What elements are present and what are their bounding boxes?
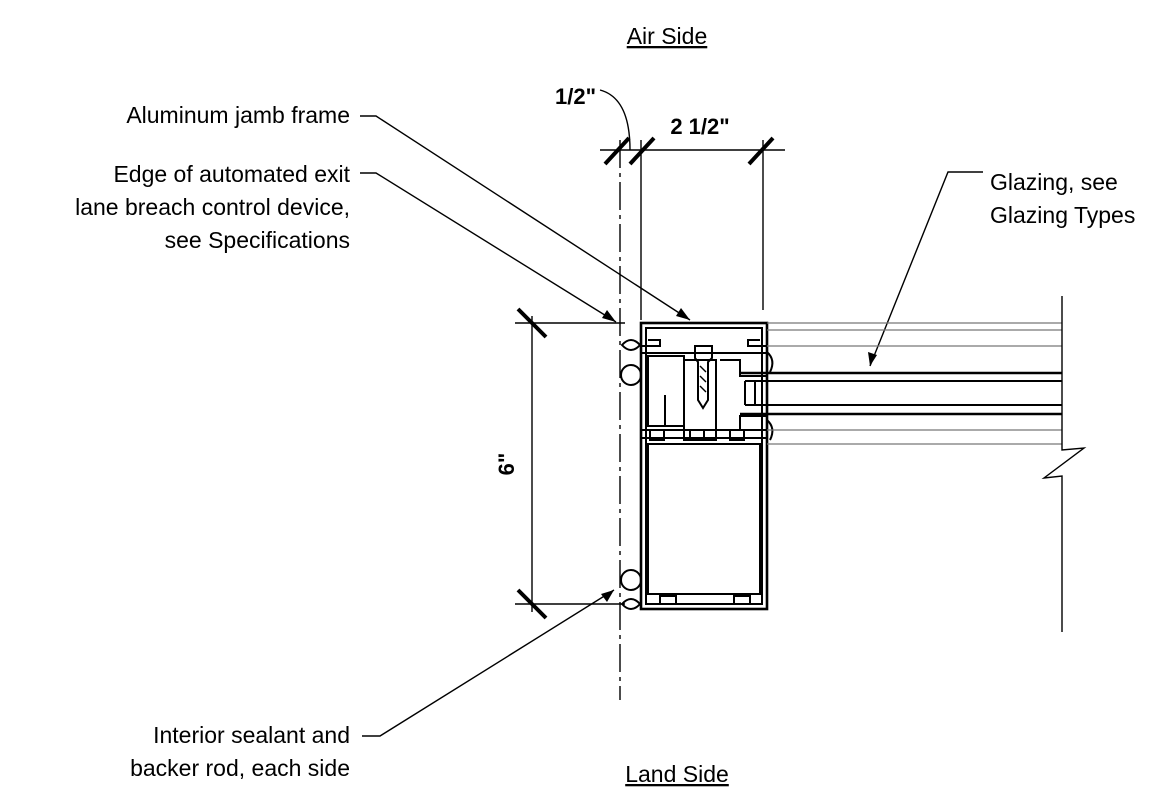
jamb-frame-label: Aluminum jamb frame	[126, 102, 350, 128]
gap-dimension-label: 1/2"	[555, 84, 596, 109]
top-dimensions	[599, 89, 785, 320]
frame-width-dimension-label: 6"	[494, 453, 519, 476]
air-side-heading: Air Side	[627, 23, 708, 49]
breach-device-label-3: see Specifications	[165, 227, 350, 253]
leader-lines	[360, 115, 983, 737]
glazing-label-1: Glazing, see	[990, 169, 1118, 195]
break-line	[1041, 296, 1087, 632]
land-side-heading: Land Side	[625, 761, 729, 787]
jamb-frame-section	[639, 321, 774, 611]
sealant-label-2: backer rod, each side	[130, 755, 350, 781]
left-dimension	[515, 307, 625, 620]
glazing-label-2: Glazing Types	[990, 202, 1135, 228]
backer-rods	[620, 339, 642, 610]
glazing-unit	[740, 322, 1062, 445]
breach-device-label-2: lane breach control device,	[75, 194, 350, 220]
breach-device-label-1: Edge of automated exit	[113, 161, 350, 187]
sealant-label-1: Interior sealant and	[153, 722, 350, 748]
frame-depth-dimension-label: 2 1/2"	[670, 114, 729, 139]
